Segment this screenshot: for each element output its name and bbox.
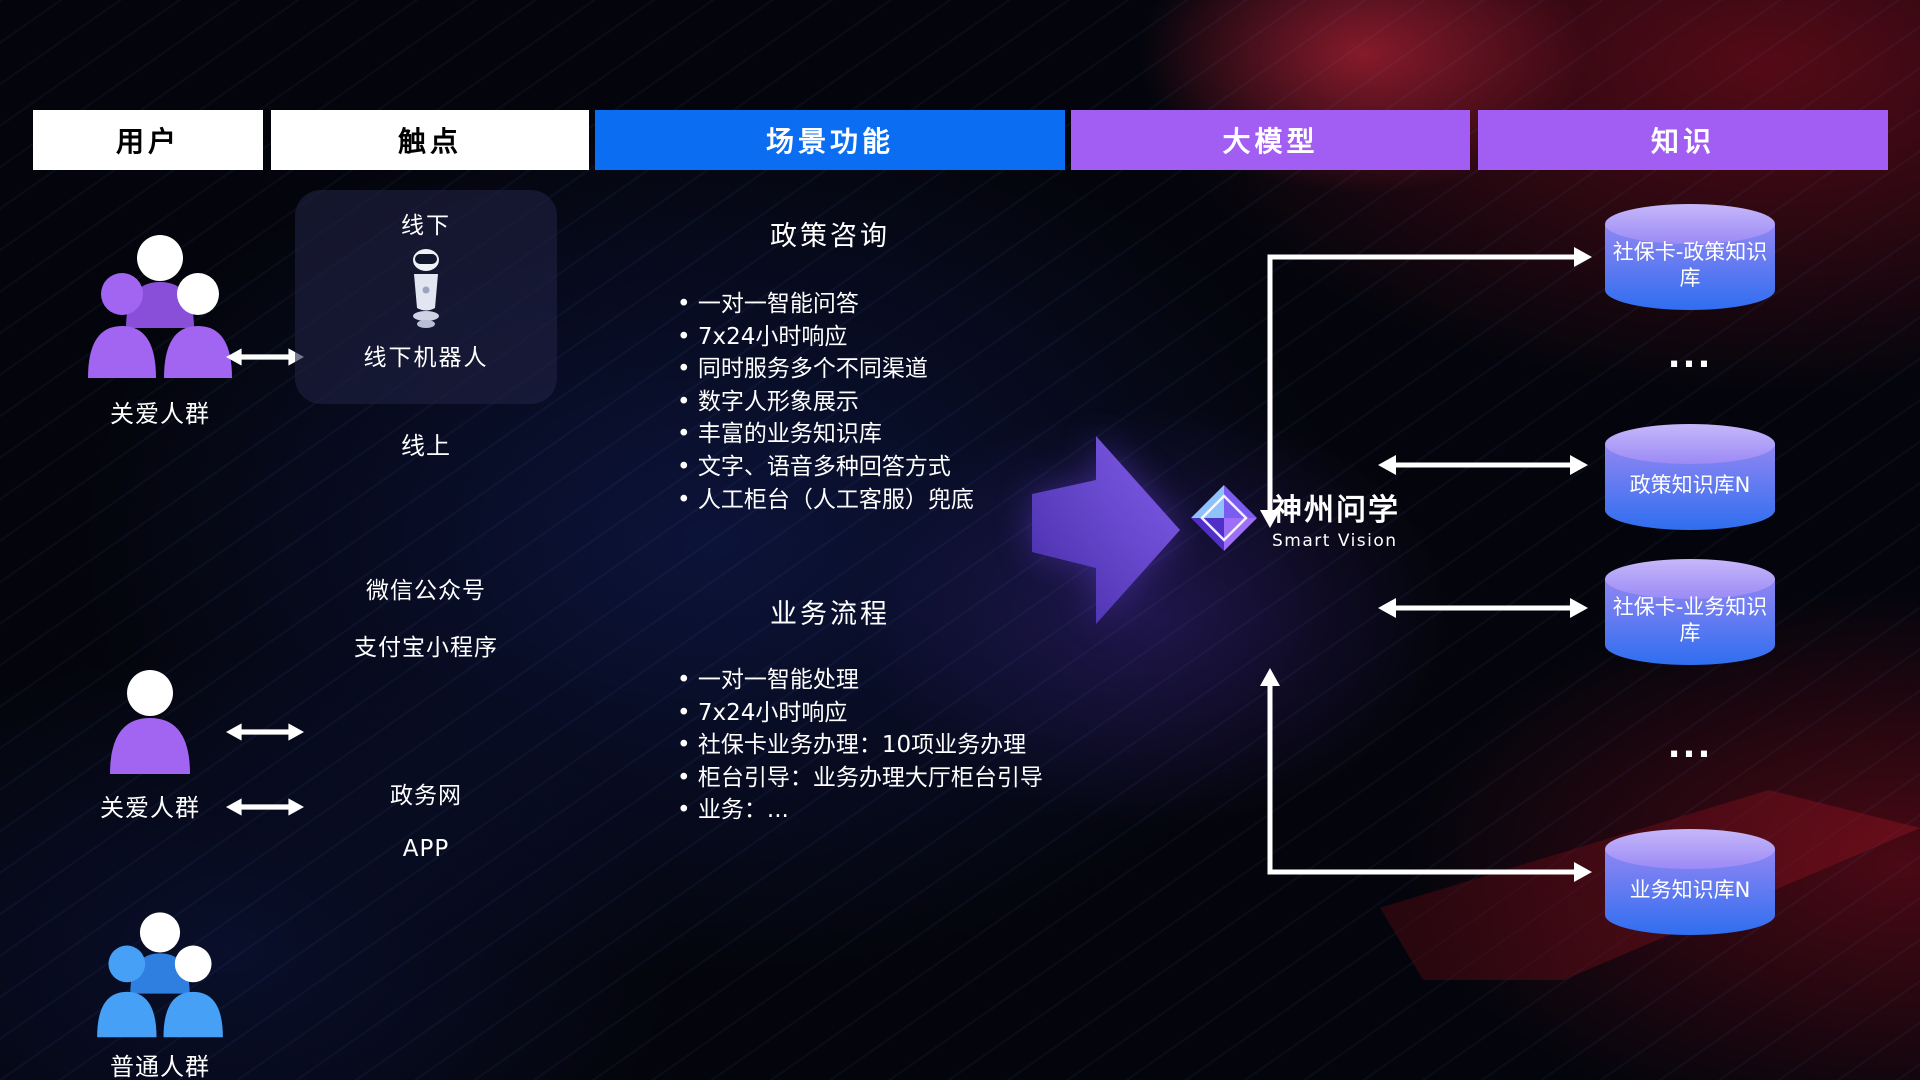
robot-icon	[413, 249, 439, 328]
scenario-item: 7x24小时响应	[677, 321, 1077, 354]
kb-label: 社保卡-政策知识库	[1612, 240, 1768, 290]
user-label: 关爱人群	[100, 794, 200, 822]
double-arrow-icon	[226, 723, 304, 741]
database-cylinder-icon	[1605, 829, 1775, 935]
scenario-policy-list: 一对一智能问答 7x24小时响应 同时服务多个不同渠道 数字人形象展示 丰富的业…	[677, 288, 1077, 516]
double-arrow-icon	[226, 348, 304, 366]
user-single-care-2: 关爱人群	[60, 666, 240, 823]
kb-ellipsis-policy: ...	[1667, 336, 1713, 376]
model-name: 神州问学	[1272, 493, 1400, 528]
scenario-item: 一对一智能处理	[677, 664, 1077, 697]
database-cylinder-icon	[1605, 559, 1775, 665]
kb-cylinder-social-policy: 社保卡-政策知识库	[1601, 202, 1779, 314]
touchpoint-app: APP	[402, 836, 450, 862]
column-header-touchpoint: 触点	[271, 110, 589, 170]
person-icon	[110, 670, 190, 774]
kb-cylinder-business-n: 业务知识库N	[1601, 827, 1779, 939]
user-label: 普通人群	[110, 1053, 210, 1080]
touchpoint-wechat: 微信公众号	[366, 578, 486, 604]
scenario-policy-title: 政策咨询	[770, 221, 890, 252]
scenario-item: 7x24小时响应	[677, 697, 1077, 730]
column-header-scenario: 场景功能	[595, 110, 1065, 170]
kb-label: 政策知识库N	[1629, 473, 1751, 497]
scenario-process-title: 业务流程	[770, 599, 890, 630]
big-arrow-icon	[1032, 436, 1180, 624]
offline-title: 线下	[401, 213, 451, 239]
kb-cylinder-social-business: 社保卡-业务知识库	[1601, 557, 1779, 669]
online-title: 线上	[401, 432, 451, 460]
scenario-item: 柜台引导：业务办理大厅柜台引导	[677, 762, 1077, 795]
scenario-item: 数字人形象展示	[677, 386, 1077, 419]
scenario-process-list: 一对一智能处理 7x24小时响应 社保卡业务办理：10项业务办理 柜台引导：业务…	[677, 664, 1077, 827]
kb-ellipsis-business: ...	[1667, 726, 1713, 766]
scenario-item: 一对一智能问答	[677, 288, 1077, 321]
database-cylinder-icon	[1605, 204, 1775, 310]
user-group-ordinary: 普通人群	[70, 908, 250, 1080]
model-logo-block: 神州问学 Smart Vision	[1188, 482, 1400, 554]
scenario-item: 人工柜台（人工客服）兜底	[677, 484, 1077, 517]
connector-arrows-overlay	[1260, 247, 1592, 882]
database-cylinder-icon	[1605, 424, 1775, 530]
group-people-icon	[97, 912, 223, 1038]
column-header-user: 用户	[33, 110, 263, 170]
touchpoint-alipay: 支付宝小程序	[354, 635, 498, 661]
user-label: 关爱人群	[110, 400, 210, 428]
smart-vision-logo-icon	[1191, 485, 1257, 551]
scenario-item: 文字、语音多种回答方式	[677, 451, 1077, 484]
group-people-icon	[88, 235, 232, 378]
kb-label: 业务知识库N	[1629, 878, 1751, 902]
user-group-care-1: 关爱人群	[70, 230, 250, 429]
offline-robot-label: 线下机器人	[363, 345, 489, 371]
column-header-model: 大模型	[1071, 110, 1470, 170]
model-text-block: 神州问学 Smart Vision	[1272, 485, 1400, 551]
scenario-item: 丰富的业务知识库	[677, 418, 1077, 451]
double-arrow-icon	[226, 798, 304, 816]
column-header-knowledge: 知识	[1478, 110, 1888, 170]
kb-cylinder-policy-n: 政策知识库N	[1601, 422, 1779, 534]
scenario-item: 社保卡业务办理：10项业务办理	[677, 729, 1077, 762]
scenario-item: 同时服务多个不同渠道	[677, 353, 1077, 386]
model-subtitle: Smart Vision	[1272, 531, 1398, 551]
offline-touchpoint-card: 线下 线下机器人	[295, 190, 557, 404]
kb-label: 社保卡-业务知识库	[1612, 595, 1768, 645]
scenario-item: 业务：...	[677, 794, 1077, 827]
touchpoint-gov-web: 政务网	[390, 783, 462, 809]
